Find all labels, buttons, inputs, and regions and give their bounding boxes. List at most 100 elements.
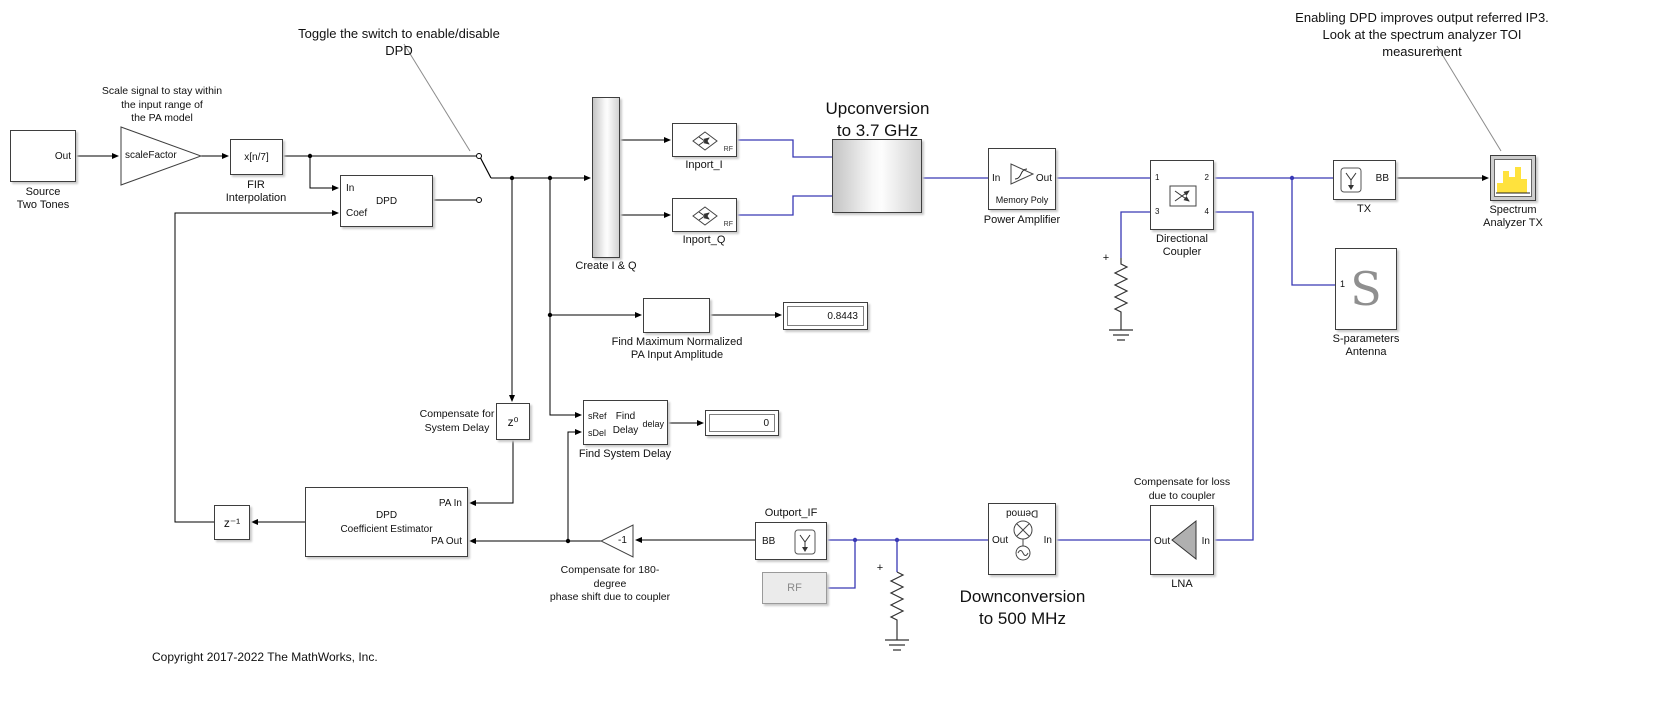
port-label-bb: BB	[1375, 173, 1389, 184]
port-label-out: Out	[1035, 173, 1052, 184]
scale-factor-gain-block[interactable]: scaleFactor	[120, 126, 202, 186]
port-label-in: In	[346, 183, 355, 194]
port-label-delay: delay	[642, 419, 664, 429]
z0-delay-block[interactable]: z⁰	[496, 403, 530, 440]
inport-q-label: Inport_Q	[682, 234, 726, 246]
coupler-port-4: 4	[1204, 207, 1209, 216]
demodulator-block[interactable]: Demod Out In	[988, 503, 1056, 575]
coupler-icon	[1169, 185, 1197, 207]
dpd-coefficient-estimator-block[interactable]: DPD Coefficient Estimator PA In PA Out	[305, 487, 468, 557]
find-max-amplitude-block[interactable]	[643, 298, 710, 333]
lna-label: LNA	[1171, 578, 1193, 590]
port-label-coef: Coef	[346, 208, 368, 219]
switch-icon	[476, 153, 492, 203]
display-delay-value: 0	[709, 414, 775, 432]
s-parameters-glyph: S	[1350, 262, 1382, 316]
port-label-out: Out	[992, 535, 1009, 546]
port-label-pa-out: PA Out	[431, 536, 462, 547]
negative-gain-block[interactable]: -1	[600, 524, 634, 558]
rf-port-block[interactable]: RF	[762, 572, 827, 604]
lna-block[interactable]: Out In	[1150, 505, 1214, 575]
dpd-annotation-pointer-line	[1436, 45, 1502, 152]
pa-inner-text: Memory Poly	[995, 194, 1049, 205]
inport-i-label: Inport_I	[685, 159, 723, 171]
find-delay-block[interactable]: sRef sDel Find Delay delay	[583, 400, 668, 445]
z-inverse-delay-block[interactable]: z⁻¹	[214, 505, 250, 540]
antenna-icon	[794, 529, 816, 555]
directional-coupler-block[interactable]: 1 2 3 4	[1150, 160, 1214, 230]
toggle-switch-annotation: Toggle the switch to enable/disable DPD	[298, 26, 500, 58]
dpd-block[interactable]: In Coef DPD	[340, 175, 433, 227]
outport-if-block[interactable]: BB	[755, 522, 827, 560]
copyright-text: Copyright 2017-2022 The MathWorks, Inc.	[152, 650, 378, 664]
port-label-sref: sRef	[588, 411, 607, 421]
manual-switch-block[interactable]	[472, 144, 494, 210]
antenna-icon	[1340, 167, 1362, 193]
enabling-dpd-annotation: Enabling DPD improves output referred IP…	[1295, 10, 1549, 59]
power-amplifier-block[interactable]: In Out Memory Poly	[988, 148, 1056, 210]
gain-triangle-left-icon	[600, 524, 634, 558]
resistor-termination-feedback	[885, 571, 909, 651]
lna-triangle-icon	[1171, 519, 1197, 561]
scale-signal-annotation: Scale signal to stay within the input ra…	[101, 85, 223, 125]
fir-interpolation-label: FIR Interpolation	[225, 179, 287, 205]
s-parameters-antenna-block[interactable]: 1 S	[1335, 248, 1397, 330]
dpd-name: DPD	[375, 196, 398, 207]
create-iq-label: Create I & Q	[575, 260, 637, 272]
gain-triangle-icon	[120, 126, 202, 186]
outport-if-label: Outport_IF	[764, 507, 818, 519]
resistor-termination-coupler	[1109, 258, 1133, 341]
z-inverse-text: z⁻¹	[223, 515, 241, 530]
upconversion-subsystem-block[interactable]	[832, 139, 922, 213]
source-two-tones-block[interactable]: Out	[10, 130, 76, 182]
directional-coupler-label: Directional Coupler	[1156, 233, 1208, 259]
fir-text: x[n/7]	[244, 151, 269, 163]
find-delay-label: Find System Delay	[578, 448, 672, 460]
find-max-amplitude-label: Find Maximum Normalized PA Input Amplitu…	[611, 336, 743, 362]
rf-tag: RF	[723, 221, 733, 228]
rf-inport-icon	[692, 206, 718, 226]
tx-label: TX	[1356, 203, 1372, 215]
spectrum-analyzer-block[interactable]	[1490, 155, 1536, 201]
port-label-out: Out	[54, 151, 71, 162]
port-label-in: In	[1043, 535, 1052, 546]
rf-inport-icon	[692, 131, 718, 151]
downconversion-annotation: Downconversion to 500 MHz	[959, 587, 1086, 629]
s-parameters-label: S-parameters Antenna	[1332, 333, 1400, 359]
find-delay-name: Find Delay	[612, 411, 639, 436]
display-delay-block[interactable]: 0	[705, 410, 779, 436]
estimator-name: DPD Coefficient Estimator	[340, 510, 433, 535]
coupler-port-2: 2	[1204, 173, 1209, 182]
toggle-annotation-pointer-line	[403, 43, 471, 152]
gain-value-label: scaleFactor	[125, 150, 177, 161]
port-label-out: Out	[1154, 536, 1171, 547]
display-amplitude-block[interactable]: 0.8443	[783, 302, 868, 330]
create-iq-block[interactable]	[592, 97, 620, 258]
port-label-in: In	[1201, 536, 1210, 547]
resistor-plus-bottom: +	[876, 562, 884, 574]
port-label-in: In	[992, 173, 1001, 184]
coupler-port-1: 1	[1155, 173, 1160, 182]
compensate-loss-annotation: Compensate for loss due to coupler	[1133, 476, 1231, 502]
port-label-pa-in: PA In	[438, 498, 462, 509]
port-label-1: 1	[1340, 279, 1346, 289]
negative-gain-value: -1	[618, 535, 627, 546]
mixer-oscillator-icon	[1013, 520, 1033, 561]
inport-i-block[interactable]: RF	[672, 123, 737, 157]
fir-interpolation-block[interactable]: x[n/7]	[230, 139, 283, 175]
z0-text: z⁰	[507, 414, 519, 429]
spectrum-analyzer-icon	[1494, 159, 1532, 197]
resistor-plus-top: +	[1102, 252, 1110, 264]
inport-q-block[interactable]: RF	[672, 198, 737, 232]
rf-port-text: RF	[787, 582, 802, 594]
power-amplifier-label: Power Amplifier	[983, 214, 1061, 226]
spectrum-analyzer-label: Spectrum Analyzer TX	[1483, 204, 1543, 230]
tx-block[interactable]: BB	[1333, 160, 1396, 200]
compensate-phase-annotation: Compensate for 180-degree phase shift du…	[549, 564, 671, 604]
amplifier-icon	[1010, 163, 1035, 185]
port-label-sdel: sDel	[588, 428, 607, 438]
port-label-bb: BB	[762, 536, 776, 547]
upconversion-annotation: Upconversion to 3.7 GHz	[825, 99, 930, 141]
source-two-tones-label: Source Two Tones	[16, 186, 70, 212]
